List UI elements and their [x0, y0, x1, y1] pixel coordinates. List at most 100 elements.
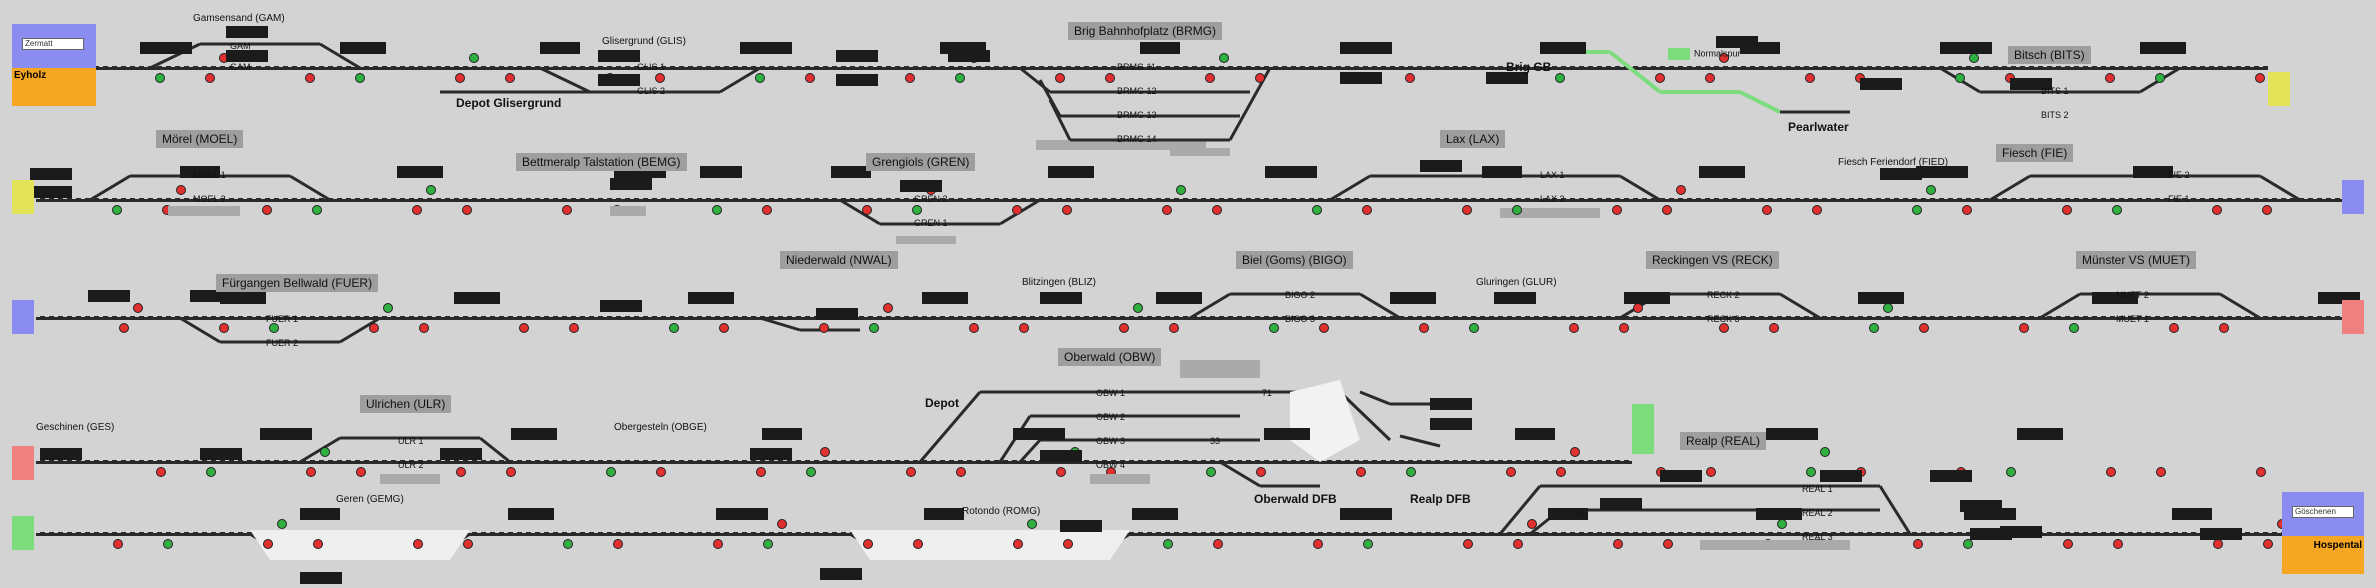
signal-light[interactable]: [1676, 185, 1686, 195]
signal-light[interactable]: [320, 447, 330, 457]
switch-track[interactable]: [1189, 292, 1231, 320]
track-label-glis1[interactable]: GLIS 1: [637, 62, 666, 72]
normalspur-track[interactable]: [1739, 90, 1781, 114]
track-label-bigo2[interactable]: BIGO 2: [1285, 290, 1316, 300]
station-header-niederwald[interactable]: Niederwald (NWAL): [780, 251, 898, 269]
signal-light[interactable]: [312, 205, 322, 215]
switch-track[interactable]: [759, 316, 801, 332]
signal-light[interactable]: [383, 303, 393, 313]
signal-light[interactable]: [205, 73, 215, 83]
signal-light[interactable]: [1013, 539, 1023, 549]
track-label-real1[interactable]: REAL 1: [1802, 484, 1833, 494]
signal-light[interactable]: [1955, 73, 1965, 83]
signal-light[interactable]: [2105, 73, 2115, 83]
switch-track[interactable]: [1329, 174, 1371, 202]
track-label-moel1[interactable]: MOEL 1: [193, 170, 226, 180]
track-label-real2[interactable]: REAL 2: [1802, 508, 1833, 518]
signal-light[interactable]: [355, 73, 365, 83]
signal-light[interactable]: [2006, 467, 2016, 477]
signal-light[interactable]: [1176, 185, 1186, 195]
signal-light[interactable]: [1513, 539, 1523, 549]
signal-light[interactable]: [176, 185, 186, 195]
station-header-reckingen[interactable]: Reckingen VS (RECK): [1646, 251, 1779, 269]
signal-light[interactable]: [163, 539, 173, 549]
station-label-blitzingen[interactable]: Blitzingen (BLIZ): [1022, 277, 1096, 288]
signal-light[interactable]: [955, 73, 965, 83]
signal-light[interactable]: [1269, 323, 1279, 333]
signal-light[interactable]: [2263, 539, 2273, 549]
signal-light[interactable]: [505, 73, 515, 83]
track-label-glis2[interactable]: GLIS 2: [637, 86, 666, 96]
track-label-obw1[interactable]: OBW 1: [1096, 388, 1126, 398]
track-label-bits2[interactable]: BITS 2: [2041, 110, 2069, 120]
signal-light[interactable]: [913, 539, 923, 549]
signal-light[interactable]: [463, 539, 473, 549]
signal-light[interactable]: [277, 519, 287, 529]
switch-track[interactable]: [539, 66, 591, 94]
station-label-obergesteln[interactable]: Obergesteln (OBGE): [614, 422, 707, 433]
station-header-realp[interactable]: Realp (REAL): [1680, 432, 1767, 450]
terminal-green-obw[interactable]: [1632, 404, 1654, 454]
terminal-yellow-moerel[interactable]: [12, 180, 34, 214]
switch-track[interactable]: [1018, 438, 1042, 464]
track-label-reck2[interactable]: RECK 2: [1707, 290, 1740, 300]
signal-light[interactable]: [1019, 323, 1029, 333]
switch-track[interactable]: [299, 436, 341, 464]
switch-track[interactable]: [89, 174, 131, 202]
signal-light[interactable]: [456, 467, 466, 477]
track-label-muet2[interactable]: MUET 2: [2116, 290, 2149, 300]
track-label-ulr2[interactable]: ULR 2: [398, 460, 424, 470]
signal-light[interactable]: [1062, 205, 1072, 215]
track-label-brmg11[interactable]: BRMG 11: [1117, 62, 1156, 72]
signal-light[interactable]: [2069, 323, 2079, 333]
signal-light[interactable]: [1105, 73, 1115, 83]
signal-light[interactable]: [1055, 73, 1065, 83]
signal-light[interactable]: [112, 205, 122, 215]
signal-light[interactable]: [1405, 73, 1415, 83]
signal-light[interactable]: [313, 539, 323, 549]
signal-light[interactable]: [820, 447, 830, 457]
switch-track[interactable]: [179, 316, 221, 344]
signal-light[interactable]: [1212, 205, 1222, 215]
zermatt-input[interactable]: Zermatt: [22, 38, 84, 50]
switch-track[interactable]: [1878, 485, 1912, 535]
switch-track[interactable]: [1619, 174, 1661, 202]
signal-light[interactable]: [519, 323, 529, 333]
track-label-obw4[interactable]: OBW 4: [1096, 460, 1126, 470]
signal-light[interactable]: [369, 323, 379, 333]
terminal-green-gere[interactable]: [12, 516, 34, 550]
signal-light[interactable]: [905, 73, 915, 83]
station-header-biel[interactable]: Biel (Goms) (BIGO): [1236, 251, 1353, 269]
station-label-rotondo[interactable]: Rotondo (ROMG): [962, 506, 1041, 517]
place-oberwald-dfb[interactable]: Oberwald DFB: [1254, 492, 1337, 506]
signal-light[interactable]: [1962, 205, 1972, 215]
signal-light[interactable]: [155, 73, 165, 83]
signal-light[interactable]: [713, 539, 723, 549]
switch-track[interactable]: [289, 174, 331, 202]
signal-light[interactable]: [1705, 73, 1715, 83]
switch-track[interactable]: [719, 66, 761, 94]
signal-light[interactable]: [1012, 205, 1022, 215]
signal-light[interactable]: [1256, 467, 1266, 477]
signal-light[interactable]: [262, 205, 272, 215]
signal-light[interactable]: [1527, 519, 1537, 529]
signal-light[interactable]: [912, 205, 922, 215]
signal-light[interactable]: [862, 205, 872, 215]
signal-light[interactable]: [356, 467, 366, 477]
switch-track[interactable]: [1498, 485, 1542, 535]
track-label-obw2[interactable]: OBW 2: [1096, 412, 1126, 422]
signal-light[interactable]: [1063, 539, 1073, 549]
signal-light[interactable]: [1619, 323, 1629, 333]
signal-light[interactable]: [462, 205, 472, 215]
signal-light[interactable]: [562, 205, 572, 215]
track-label-gam-2[interactable]: GAM: [230, 62, 251, 72]
track-label-ulr1[interactable]: ULR 1: [398, 436, 424, 446]
signal-light[interactable]: [1056, 467, 1066, 477]
place-brig-gb[interactable]: Brig GB: [1506, 60, 1552, 74]
place-realp-dfb[interactable]: Realp DFB: [1410, 492, 1471, 506]
station-label-gamsen[interactable]: Gamsensand (GAM): [193, 13, 285, 24]
signal-light[interactable]: [269, 323, 279, 333]
switch-track[interactable]: [2259, 174, 2301, 202]
signal-light[interactable]: [305, 73, 315, 83]
signal-light[interactable]: [2219, 323, 2229, 333]
